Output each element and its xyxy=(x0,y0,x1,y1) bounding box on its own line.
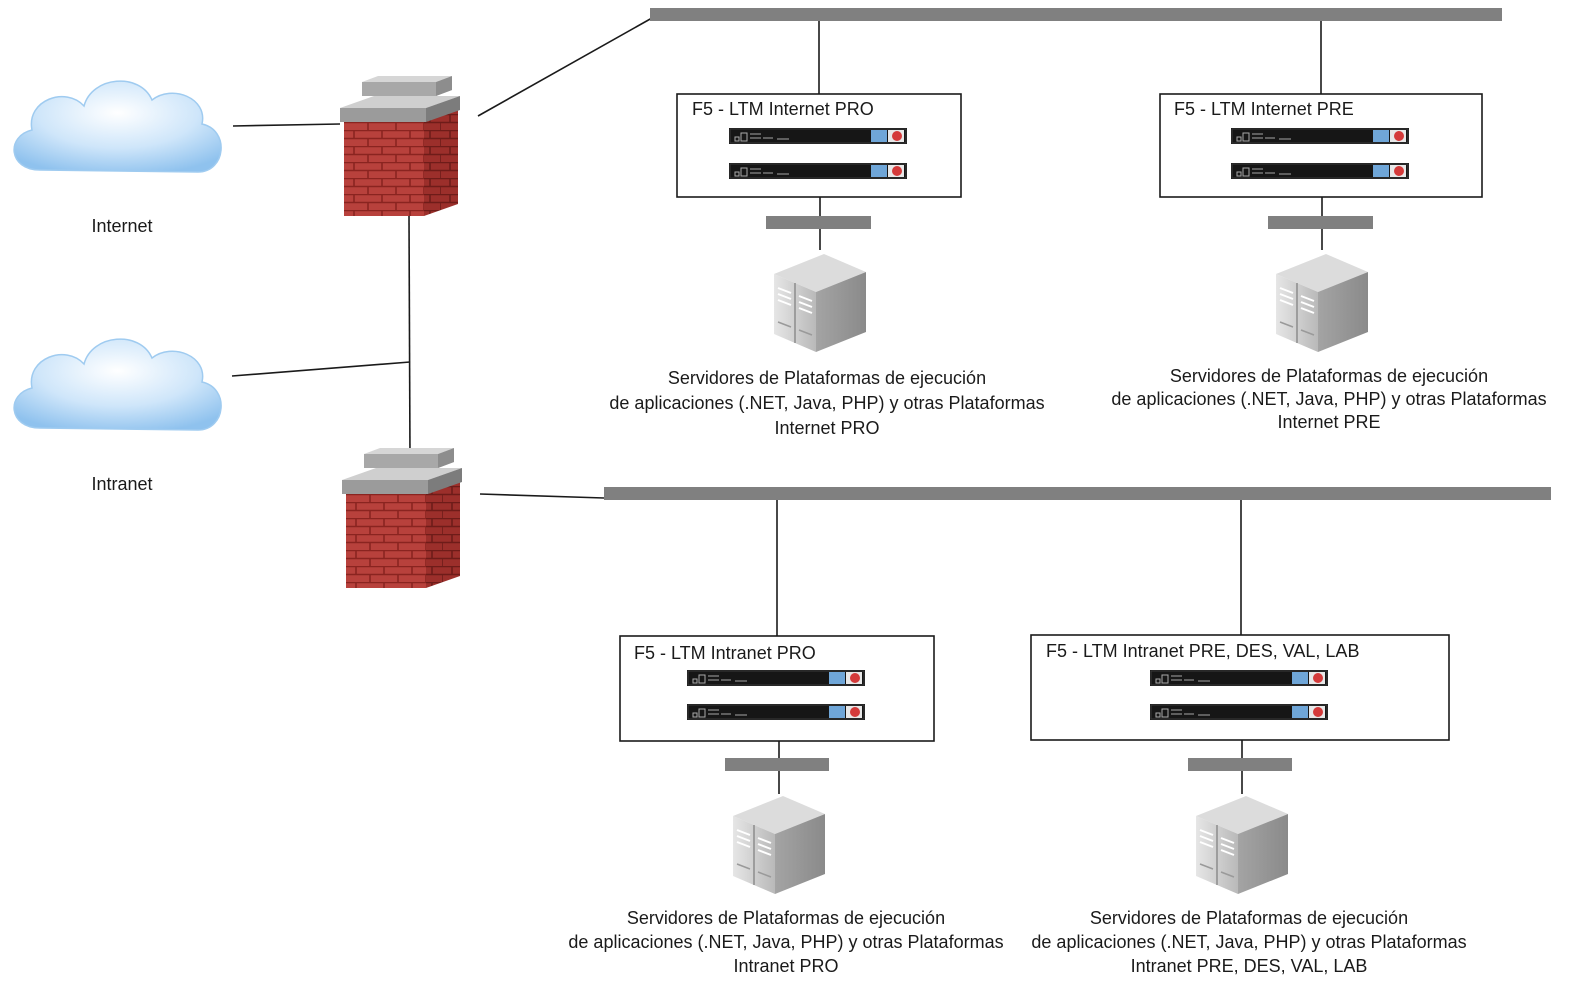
server-group-internet-pro: Servidores de Plataformas de ejecución d… xyxy=(609,366,1044,441)
f5-appliance-icon xyxy=(686,669,866,687)
server-group-intranet-pro: Servidores de Plataformas de ejecución d… xyxy=(568,906,1003,978)
internet-label: Internet xyxy=(91,216,153,236)
server-group-line: Servidores de Plataformas de ejecución xyxy=(1089,908,1409,928)
f5-appliance-icon xyxy=(728,127,908,145)
server-icon xyxy=(1195,795,1289,895)
server-group-line: Intranet PRO xyxy=(733,956,839,976)
intranet-bus xyxy=(604,487,1551,500)
firewall-backbone-link xyxy=(408,215,411,459)
balancer-title-intranet-pre: F5 - LTM Intranet PRE, DES, VAL, LAB xyxy=(1046,641,1360,661)
f5-appliance-icon xyxy=(1149,703,1329,721)
server-group-internet-pre: Servidores de Plataformas de ejecución d… xyxy=(1111,365,1546,434)
server-group-line: Internet PRE xyxy=(1277,412,1381,432)
f5-appliance-icon xyxy=(728,162,908,180)
balancer-box-intranet-pro xyxy=(619,635,935,742)
f5-appliance-icon xyxy=(1149,669,1329,687)
switch-bar xyxy=(1268,216,1373,229)
intranet-cloud-icon xyxy=(13,338,222,431)
balancer-title-internet-pro: F5 - LTM Internet PRO xyxy=(692,99,874,119)
f5-appliance-icon xyxy=(686,703,866,721)
f5-appliance-icon xyxy=(1230,162,1410,180)
intranet-to-backbone-link xyxy=(231,361,411,377)
internet-firewall-icon xyxy=(340,76,460,216)
server-group-line: Internet PRO xyxy=(774,418,880,438)
balancer-box-intranet-pre xyxy=(1030,634,1450,741)
intranet-firewall-icon xyxy=(342,448,462,588)
balancer-title-internet-pre: F5 - LTM Internet PRE xyxy=(1174,99,1354,119)
server-group-line: de aplicaciones (.NET, Java, PHP) y otra… xyxy=(1111,389,1547,409)
server-group-line: de aplicaciones (.NET, Java, PHP) y otra… xyxy=(568,932,1004,952)
balancer-box-internet-pre xyxy=(1159,93,1483,198)
server-icon xyxy=(773,253,867,353)
switch-bar xyxy=(1188,758,1292,771)
internet-bus xyxy=(650,8,1502,21)
firewall-to-intranet-bus-link xyxy=(479,493,605,499)
f5-appliance-icon xyxy=(1230,127,1410,145)
server-group-line: de aplicaciones (.NET, Java, PHP) y otra… xyxy=(609,393,1045,413)
switch-bar xyxy=(766,216,871,229)
server-group-line: Servidores de Plataformas de ejecución xyxy=(667,368,987,388)
balancer-title-intranet-pro: F5 - LTM Intranet PRO xyxy=(634,643,816,663)
internet-cloud-icon xyxy=(13,80,222,173)
firewall-to-internet-bus-link xyxy=(477,17,653,117)
balancer-box-internet-pro xyxy=(676,93,962,198)
server-group-line: Servidores de Plataformas de ejecución xyxy=(1169,366,1489,386)
server-icon xyxy=(1275,253,1369,353)
internet-to-firewall-link xyxy=(232,123,341,127)
server-group-line: Intranet PRE, DES, VAL, LAB xyxy=(1130,956,1368,976)
intranet-label: Intranet xyxy=(91,474,153,494)
server-group-line: de aplicaciones (.NET, Java, PHP) y otra… xyxy=(1031,932,1467,952)
server-group-intranet-pre: Servidores de Plataformas de ejecución d… xyxy=(1031,906,1466,978)
server-group-line: Servidores de Plataformas de ejecución xyxy=(626,908,946,928)
switch-bar xyxy=(725,758,829,771)
server-icon xyxy=(732,795,826,895)
